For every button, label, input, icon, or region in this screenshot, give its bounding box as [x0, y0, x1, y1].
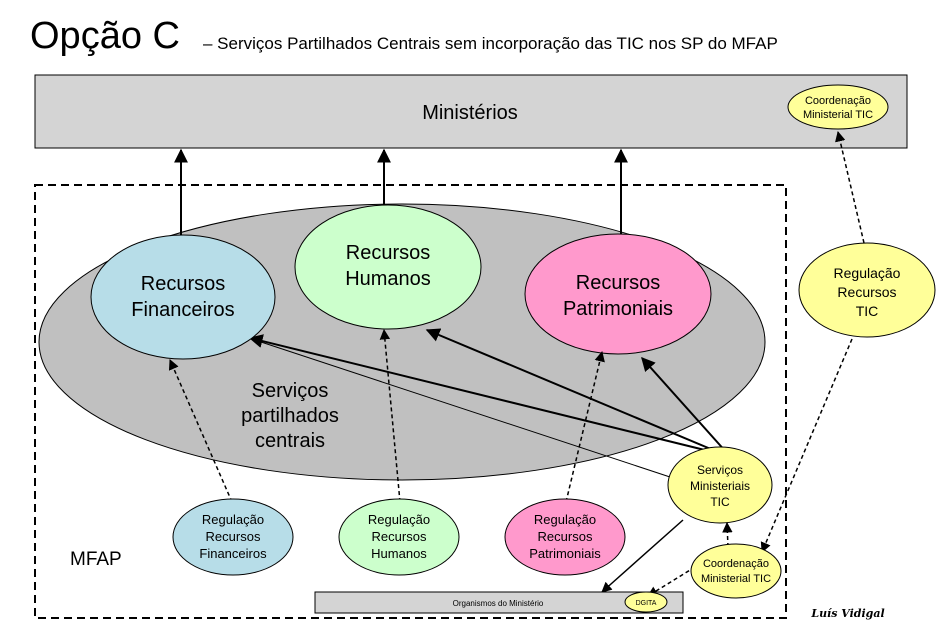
- dgita-label: DGITA: [636, 600, 657, 607]
- arrow-coord-to-dgita: [647, 566, 696, 597]
- servicos-partilhados-line2: partilhados: [241, 405, 339, 427]
- recursos-humanos-ellipse: [294, 204, 482, 330]
- regulacao-financeiros-ellipse: [172, 498, 294, 576]
- arrow-tic-to-patrimoniais: [641, 356, 728, 454]
- regulacao-patrimoniais-line2: Recursos: [538, 529, 593, 544]
- organismos-bar: [314, 591, 684, 614]
- servicos-partilhados-line1: Serviços: [252, 380, 329, 402]
- arrow-reg-humanos: [379, 328, 401, 503]
- dgita-ellipse: [624, 591, 668, 613]
- recursos-patrimoniais-ellipse: [524, 233, 712, 355]
- arrow-reg-patrimoniais: [565, 350, 605, 503]
- regulacao-humanos-line1: Regulação: [368, 512, 430, 527]
- regulacao-patrimoniais-line1: Regulação: [534, 512, 596, 527]
- regulacao-humanos-line3: Humanos: [371, 546, 427, 561]
- regulacao-tic-line2: Recursos: [837, 284, 896, 300]
- regulacao-tic-line1: Regulação: [834, 265, 901, 281]
- ministerios-coordenacao-ellipse: [787, 84, 889, 130]
- title-main: Opção C: [30, 15, 180, 57]
- regulacao-tic-line3: TIC: [856, 303, 879, 319]
- mfap-label: MFAP: [70, 549, 122, 570]
- regulacao-financeiros-line3: Financeiros: [199, 546, 267, 561]
- coordenacao-ministerial-tic-line2: Ministerial TIC: [701, 573, 771, 585]
- coordenacao-ministerial-tic-line1: Coordenação: [703, 558, 769, 570]
- regulacao-financeiros-line2: Recursos: [206, 529, 261, 544]
- signature: Luís Vidigal: [810, 607, 884, 620]
- regulacao-humanos-line2: Recursos: [372, 529, 427, 544]
- regulacao-tic-ellipse: [798, 242, 936, 338]
- organismos-label: Organismos do Ministério: [453, 599, 544, 608]
- servicos-ministeriais-tic-ellipse: [667, 446, 773, 524]
- arrow-tic-to-financeiros: [248, 334, 726, 456]
- servicos-ministeriais-tic-line2: Ministeriais: [690, 479, 750, 493]
- arrow-coord-to-servicos-tic: [722, 521, 733, 548]
- regulacao-humanos-ellipse: [338, 498, 460, 576]
- recursos-humanos-line1: Recursos: [346, 242, 430, 264]
- ministerios-label: Ministérios: [422, 102, 518, 124]
- servicos-ministeriais-tic-line1: Serviços: [697, 463, 743, 477]
- arrow-regtic-to-coord-bottom: [760, 338, 853, 553]
- title-subtitle: – Serviços Partilhados Centrais sem inco…: [203, 34, 778, 53]
- recursos-financeiros-ellipse: [90, 234, 276, 360]
- arrow-regtic-to-coordenacao: [835, 130, 865, 244]
- servicos-ministeriais-tic-line3: TIC: [710, 495, 730, 509]
- coordenacao-ministerial-tic-ellipse: [690, 543, 782, 599]
- servicos-partilhados-line3: centrais: [255, 430, 325, 452]
- ministerios-coordenacao-line1: Coordenação: [805, 95, 871, 107]
- recursos-patrimoniais-line2: Patrimoniais: [563, 298, 673, 320]
- regulacao-patrimoniais-line3: Patrimoniais: [529, 546, 601, 561]
- recursos-humanos-line2: Humanos: [345, 268, 431, 290]
- link-tic-financeiros-thin: [254, 339, 671, 478]
- ministerios-box: [34, 74, 908, 149]
- regulacao-patrimoniais-ellipse: [504, 498, 626, 576]
- ministerios-coordenacao-line2: Ministerial TIC: [803, 109, 873, 121]
- arrow-reg-financeiros: [168, 359, 233, 503]
- mfap-boundary: [34, 184, 787, 619]
- recursos-financeiros-line1: Recursos: [141, 273, 225, 295]
- arrow-tic-to-humanos: [425, 328, 726, 456]
- recursos-patrimoniais-line1: Recursos: [576, 272, 660, 294]
- recursos-financeiros-line2: Financeiros: [131, 299, 234, 321]
- regulacao-financeiros-line1: Regulação: [202, 512, 264, 527]
- arrow-tic-to-organismos: [601, 519, 684, 593]
